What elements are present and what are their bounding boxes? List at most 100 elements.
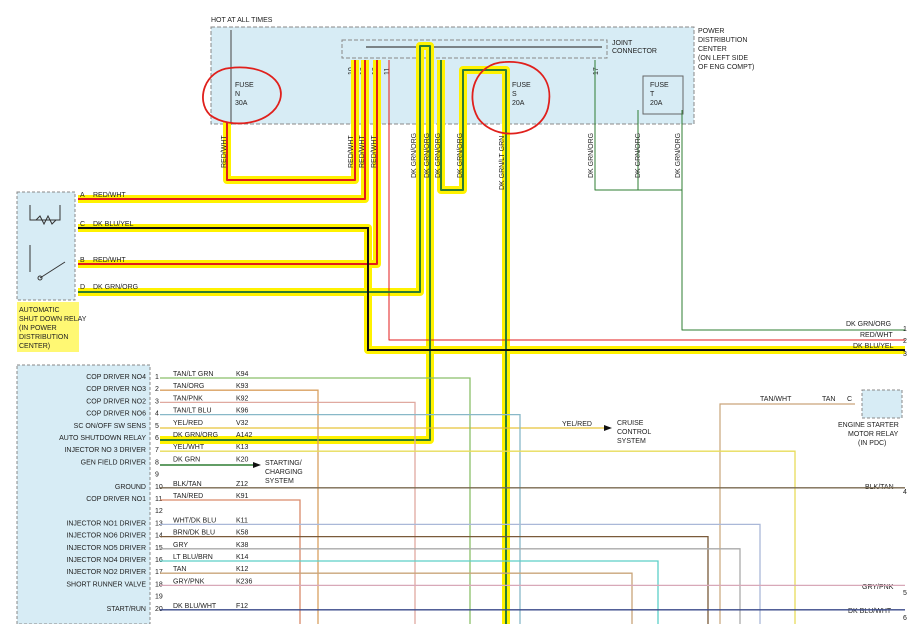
- pcm-pin-number: 9: [155, 472, 159, 479]
- highlight-layer: [78, 42, 905, 624]
- pcm-pin-code: K13: [236, 444, 249, 451]
- svg-text:FUSE: FUSE: [650, 82, 669, 89]
- pcm-pin-number: 6: [155, 435, 159, 442]
- svg-text:CENTER): CENTER): [19, 343, 50, 350]
- starter-relay: TAN/WHT TAN C ENGINE STARTER MOTOR RELAY…: [760, 396, 899, 447]
- svg-text:RED/WHT: RED/WHT: [93, 192, 126, 199]
- svg-text:TAN: TAN: [822, 396, 835, 403]
- svg-text:ENGINE STARTER: ENGINE STARTER: [838, 422, 899, 429]
- pcm-pin-wire: TAN/LT GRN: [173, 371, 213, 378]
- svg-text:CONNECTOR: CONNECTOR: [612, 48, 657, 55]
- pcm-pin-number: 14: [155, 533, 163, 540]
- svg-text:CONTROL: CONTROL: [617, 429, 651, 436]
- pcm-pin-wire: BRN/DK BLU: [173, 530, 215, 537]
- pdc-box: [210, 26, 695, 125]
- pcm-pin-name: INJECTOR NO6 DRIVER: [66, 533, 146, 540]
- pcm-pin-name: INJECTOR NO1 DRIVER: [66, 520, 146, 527]
- svg-text:DK GRN/ORG: DK GRN/ORG: [435, 133, 442, 178]
- svg-text:5: 5: [903, 590, 907, 597]
- asd-relay-label: AUTOMATIC SHUT DOWN RELAY (IN POWER DIST…: [19, 307, 87, 350]
- pcm-pin-code: K96: [236, 408, 249, 415]
- pcm-pin-wire: DK GRN/ORG: [173, 432, 218, 439]
- pcm-pin-code: K93: [236, 383, 249, 390]
- svg-text:DK BLU/YEL: DK BLU/YEL: [93, 221, 134, 228]
- pcm-pin-number: 17: [155, 569, 163, 576]
- svg-text:2: 2: [903, 338, 907, 345]
- svg-text:B: B: [80, 257, 85, 264]
- fuse-n: FUSE N 30A: [230, 30, 254, 125]
- svg-text:A: A: [80, 192, 85, 199]
- pcm-wire-run: [160, 450, 796, 624]
- pcm-wire-runs: [160, 377, 905, 624]
- svg-text:DK GRN/LT GRN: DK GRN/LT GRN: [499, 136, 506, 190]
- dk-blu-yel-wire: [78, 227, 905, 351]
- pcm-pin-name: COP DRIVER NO2: [86, 398, 146, 405]
- pdc-title: POWER DISTRIBUTION CENTER (ON LEFT SIDE …: [698, 28, 754, 71]
- svg-text:SYSTEM: SYSTEM: [265, 478, 294, 485]
- charging-system: STARTING/ CHARGING SYSTEM: [253, 460, 303, 485]
- svg-text:MOTOR RELAY: MOTOR RELAY: [848, 431, 899, 438]
- svg-text:OF ENG COMPT): OF ENG COMPT): [698, 64, 754, 71]
- pcm-wire-run: [160, 572, 633, 624]
- pcm-wire-run: [160, 389, 319, 624]
- joint-connector-label: JOINT: [612, 40, 633, 47]
- pcm-pin-name: INJECTOR NO2 DRIVER: [66, 569, 146, 576]
- svg-text:T: T: [650, 91, 655, 98]
- pcm-wire-run: [160, 535, 709, 624]
- svg-text:DK GRN/ORG: DK GRN/ORG: [457, 133, 464, 178]
- svg-text:DISTRIBUTION: DISTRIBUTION: [19, 334, 68, 341]
- svg-text:CHARGING: CHARGING: [265, 469, 303, 476]
- svg-text:DK GRN/ORG: DK GRN/ORG: [411, 133, 418, 178]
- svg-text:S: S: [512, 91, 517, 98]
- svg-text:YEL/RED: YEL/RED: [562, 421, 592, 428]
- starter-relay-box: [861, 389, 903, 419]
- pcm-pin-number: 2: [155, 386, 159, 393]
- pcm-connector-box: [16, 364, 151, 624]
- pcm-pin-name: COP DRIVER NO3: [86, 386, 146, 393]
- pcm-wire-run: [160, 413, 521, 624]
- pcm-pin-wire: WHT/DK BLU: [173, 517, 216, 524]
- pcm-pin-number: 12: [155, 508, 163, 515]
- svg-text:20A: 20A: [512, 100, 525, 107]
- svg-text:DK GRN/ORG: DK GRN/ORG: [424, 133, 431, 178]
- pcm-pin-code: A142: [236, 432, 252, 439]
- pcm-pin-number: 15: [155, 545, 163, 552]
- pcm-pin-row: 12: [155, 508, 163, 515]
- svg-text:DISTRIBUTION: DISTRIBUTION: [698, 37, 747, 44]
- pcm-pin-wire: GRY: [173, 542, 188, 549]
- svg-text:(ON LEFT SIDE: (ON LEFT SIDE: [698, 55, 748, 62]
- pcm-pin-name: COP DRIVER NO6: [86, 411, 146, 418]
- pcm-pin-number: 4: [155, 411, 159, 418]
- hot-at-all-times-label: HOT AT ALL TIMES: [211, 17, 273, 24]
- svg-text:11: 11: [384, 68, 391, 75]
- asd-relay-terminals: A RED/WHT C DK BLU/YEL B RED/WHT D DK GR…: [80, 192, 138, 291]
- svg-text:STARTING/: STARTING/: [265, 460, 302, 467]
- svg-text:C: C: [847, 396, 852, 403]
- pcm-pin-name: INJECTOR NO5 DRIVER: [66, 545, 146, 552]
- svg-text:DK BLU/WHT: DK BLU/WHT: [848, 608, 892, 615]
- pcm-pin-number: 3: [155, 398, 159, 405]
- svg-text:DK GRN/ORG: DK GRN/ORG: [635, 133, 642, 178]
- svg-text:DK GRN/ORG: DK GRN/ORG: [93, 284, 138, 291]
- svg-text:6: 6: [903, 615, 907, 622]
- svg-text:FUSE: FUSE: [235, 82, 254, 89]
- pcm-pin-wire: TAN: [173, 566, 186, 573]
- pcm-pin-wire: YEL/WHT: [173, 444, 205, 451]
- svg-text:RED/WHT: RED/WHT: [348, 135, 355, 168]
- pcm-pin-code: V32: [236, 420, 249, 427]
- svg-text:RED/WHT: RED/WHT: [221, 135, 228, 168]
- pcm-pin-code: K94: [236, 371, 249, 378]
- svg-text:FUSE: FUSE: [512, 82, 531, 89]
- vertical-wire-labels: RED/WHT RED/WHT RED/WHT RED/WHT DK GRN/O…: [221, 133, 682, 190]
- red-wht-wires: [78, 60, 905, 341]
- pcm-pin-code: K38: [236, 542, 249, 549]
- relay-symbol: [29, 205, 66, 281]
- pcm-pin-name: GEN FIELD DRIVER: [81, 459, 146, 466]
